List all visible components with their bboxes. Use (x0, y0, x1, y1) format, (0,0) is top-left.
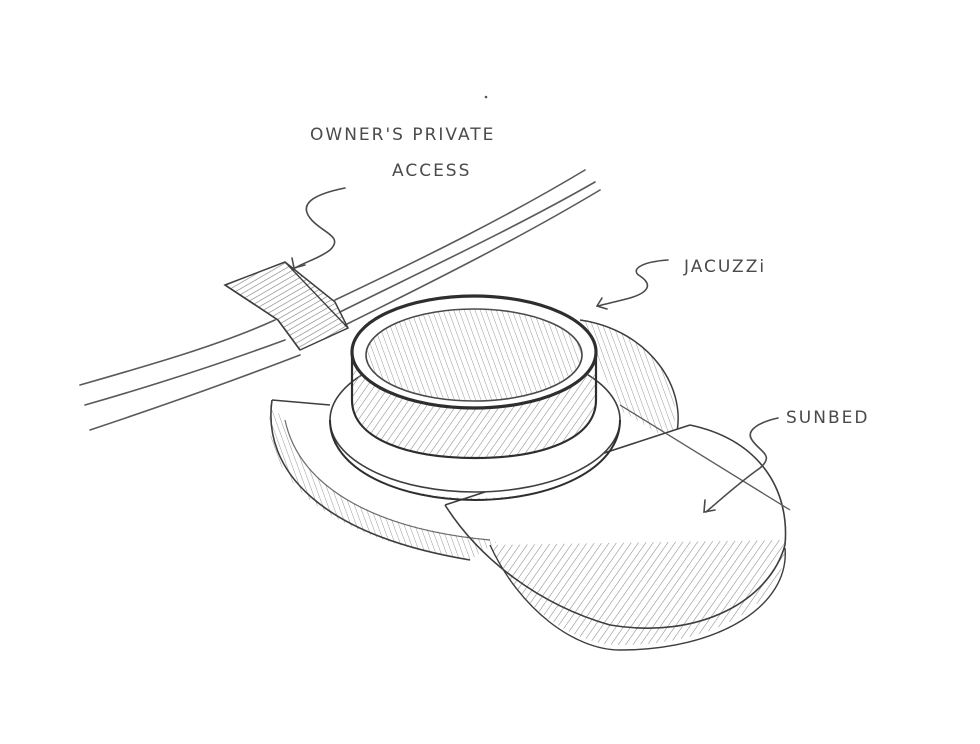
pathway-line-6 (344, 189, 601, 326)
access-arrow-head (291, 257, 306, 269)
pathway-line-5 (339, 181, 596, 313)
jacuzzi-arrow-head (595, 297, 608, 310)
sunbed-arrow (705, 417, 779, 513)
label-owners-access-line1: OWNER'S PRIVATE (310, 125, 495, 145)
label-sunbed: SUNBED (786, 408, 869, 428)
pathway-line-3 (89, 354, 301, 431)
leader-arrows (291, 187, 779, 513)
jacuzzi-tub (350, 294, 598, 460)
access-arrow (294, 187, 346, 269)
jacuzzi-arrow (597, 259, 669, 307)
pathway-line-1 (79, 319, 276, 386)
stray-dot (484, 95, 488, 99)
sunbed-arrow-head (703, 499, 716, 513)
pathway (79, 169, 601, 431)
right-disc (579, 319, 679, 441)
label-jacuzzi: JACUZZi (683, 257, 766, 277)
pathway-line-4 (334, 169, 586, 301)
label-owners-access-line2: ACCESS (392, 161, 471, 181)
pathway-line-2 (84, 339, 286, 406)
private-access-block (223, 261, 350, 351)
